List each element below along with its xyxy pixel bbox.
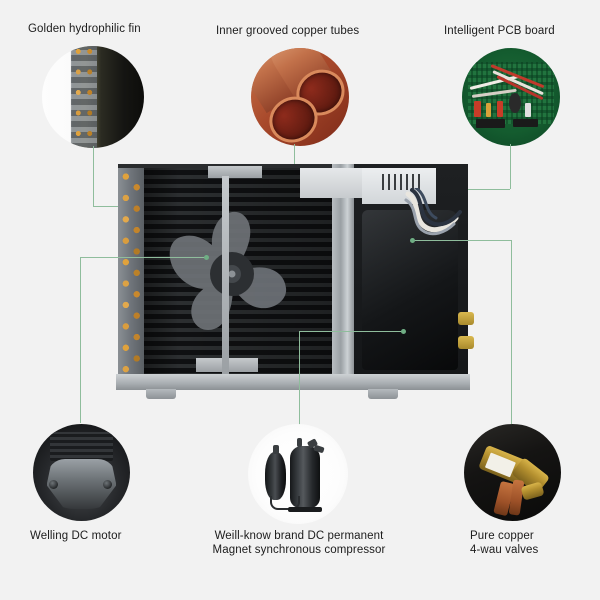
connector-dot-compressor bbox=[401, 329, 406, 334]
connector-dot-motor bbox=[204, 255, 209, 260]
mounting-foot-right bbox=[368, 389, 398, 399]
connector-valves-vertical bbox=[511, 240, 512, 424]
connector-fin-horizontal bbox=[93, 206, 140, 207]
center-divider-panel bbox=[332, 164, 354, 390]
connector-motor-vertical bbox=[80, 257, 81, 423]
callout-label-pure-copper-4-way-valves: Pure copper 4-wau valves bbox=[470, 530, 539, 556]
copper-tubes-photo bbox=[251, 48, 349, 146]
fan-top-bracket bbox=[208, 166, 262, 178]
callout-label-dc-permanent-magnet-compressor: Weill-know brand DC permanent Magnet syn… bbox=[212, 530, 386, 556]
top-mounting-plate bbox=[300, 168, 362, 198]
callout-thumb-dc-permanent-magnet-compressor[interactable] bbox=[248, 424, 348, 524]
connector-fin-vertical bbox=[93, 146, 94, 206]
callout-label-golden-hydrophilic-fin: Golden hydrophilic fin bbox=[28, 23, 141, 35]
wiring-harness bbox=[404, 186, 468, 252]
axial-fan bbox=[148, 190, 316, 358]
service-valve-lower bbox=[458, 336, 474, 349]
service-valve-upper bbox=[458, 312, 474, 325]
compressor-photo bbox=[248, 424, 348, 524]
connector-valves-horizontal bbox=[412, 240, 512, 241]
connector-motor-horizontal bbox=[80, 257, 208, 258]
golden-fin-heat-exchanger-coil bbox=[118, 168, 144, 382]
connector-pcb-vertical bbox=[510, 144, 511, 189]
valves-photo bbox=[464, 424, 561, 521]
connector-dot-valves bbox=[410, 238, 415, 243]
callout-thumb-intelligent-pcb-board[interactable] bbox=[462, 48, 560, 146]
connector-compressor-vertical bbox=[299, 331, 300, 430]
callout-thumb-welling-dc-motor[interactable] bbox=[33, 424, 130, 521]
pcb-photo bbox=[462, 48, 560, 146]
callout-label-intelligent-pcb-board: Intelligent PCB board bbox=[444, 25, 555, 37]
callout-thumb-inner-grooved-copper-tubes[interactable] bbox=[251, 48, 349, 146]
callout-thumb-pure-copper-4-way-valves[interactable] bbox=[464, 424, 561, 521]
callout-label-inner-grooved-copper-tubes: Inner grooved copper tubes bbox=[216, 25, 360, 37]
mounting-foot-left bbox=[146, 389, 176, 399]
pcb-vent-slots bbox=[382, 174, 420, 190]
motor-photo bbox=[33, 424, 130, 521]
fin-photo bbox=[42, 46, 144, 148]
callout-thumb-golden-hydrophilic-fin[interactable] bbox=[42, 46, 144, 148]
outdoor-unit-cutaway-photo bbox=[116, 164, 474, 399]
callout-label-welling-dc-motor: Welling DC motor bbox=[30, 530, 122, 542]
fan-support-strut bbox=[222, 176, 229, 374]
unit-base-pan bbox=[116, 374, 470, 390]
connector-compressor-horizontal bbox=[299, 331, 404, 332]
